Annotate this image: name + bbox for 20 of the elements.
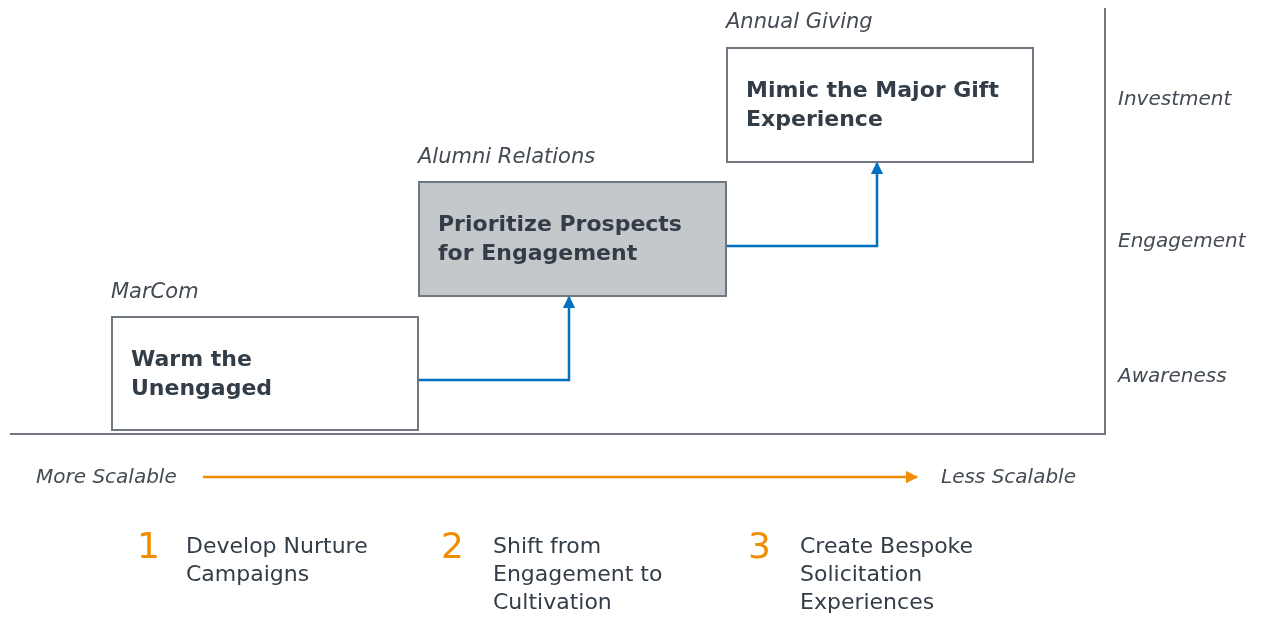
- step-number: 3: [748, 526, 771, 566]
- step-box: Prioritize Prospects for Engagement: [418, 181, 727, 297]
- team-heading: MarCom: [111, 279, 199, 303]
- scale-label: Less Scalable: [941, 464, 1076, 488]
- arrow: [203, 470, 919, 484]
- scale-label: More Scalable: [36, 464, 177, 488]
- step-description: Create Bespoke Solicitation Experiences: [800, 532, 975, 616]
- step-box: Warm the Unengaged: [111, 316, 419, 431]
- arrow: [419, 295, 576, 382]
- axis-level-label: Engagement: [1118, 228, 1246, 252]
- axis-level-label: Investment: [1118, 86, 1232, 110]
- step-description: Develop Nurture Campaigns: [186, 532, 369, 588]
- team-heading: Annual Giving: [726, 9, 873, 33]
- step-box: Mimic the Major Gift Experience: [726, 47, 1034, 163]
- step-number: 1: [137, 526, 160, 566]
- step-description: Shift from Engagement to Cultivation: [493, 532, 664, 616]
- arrow: [727, 161, 884, 248]
- step-number: 2: [441, 526, 464, 566]
- axis-level-label: Awareness: [1118, 363, 1227, 387]
- team-heading: Alumni Relations: [418, 144, 596, 168]
